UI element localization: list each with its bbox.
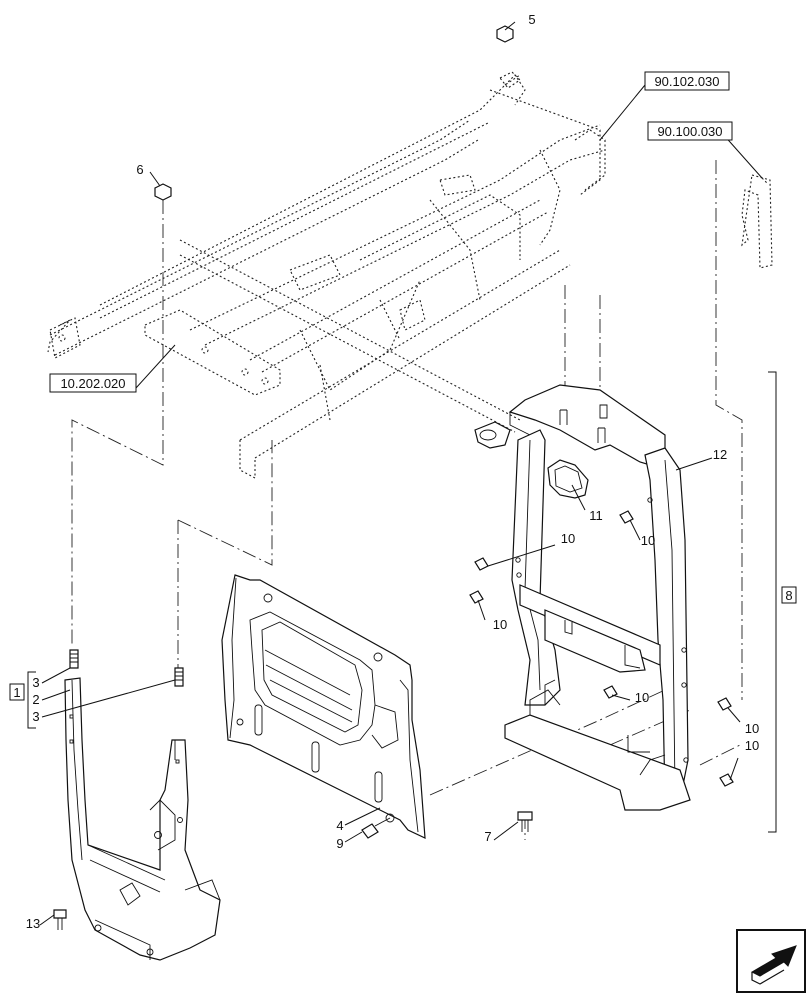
callout-10-f: 10	[745, 738, 759, 753]
ref-plate-box[interactable]	[49, 373, 137, 393]
callout-10-e: 10	[745, 721, 759, 736]
mounting-bracket	[474, 384, 691, 811]
ghost-bracket	[741, 174, 773, 269]
callout-3-bottom: 3	[32, 709, 39, 724]
callout-8: 8	[785, 588, 792, 603]
ref-plate-label[interactable]: 10.202.020	[60, 376, 125, 391]
callout-9: 9	[336, 836, 343, 851]
callout-12: 12	[713, 447, 727, 462]
callout-5: 5	[528, 12, 535, 27]
callout-6: 6	[136, 162, 143, 177]
callout-2: 2	[32, 692, 39, 707]
callouts: 1 2 3 3 4 5 6 7 8 9 10 10 10 10 10 10 11…	[13, 12, 792, 931]
alignment-lines	[71, 160, 743, 840]
callout-10-a: 10	[561, 531, 575, 546]
callout-10-d: 10	[635, 690, 649, 705]
callout-4: 4	[336, 818, 343, 833]
reference-boxes: 90.102.030 90.100.030 10.202.020	[9, 71, 797, 701]
callout-1-box	[9, 683, 25, 701]
callout-8-box	[781, 586, 797, 604]
lower-frame	[64, 677, 221, 961]
callout-10-b: 10	[493, 617, 507, 632]
ref-frame-box[interactable]	[644, 71, 730, 91]
callout-10-c: 10	[641, 533, 655, 548]
callout-13: 13	[26, 916, 40, 931]
callout-7: 7	[484, 829, 491, 844]
ghost-frame	[47, 71, 606, 479]
arrow-icon[interactable]	[736, 929, 806, 993]
ref-frame-label[interactable]: 90.102.030	[654, 74, 719, 89]
callout-3-top: 3	[32, 675, 39, 690]
ref-bracket-box[interactable]	[647, 121, 733, 141]
side-panel	[221, 574, 426, 839]
callout-1: 1	[13, 685, 20, 700]
callout-11: 11	[589, 508, 603, 523]
ref-bracket-label[interactable]: 90.100.030	[657, 124, 722, 139]
